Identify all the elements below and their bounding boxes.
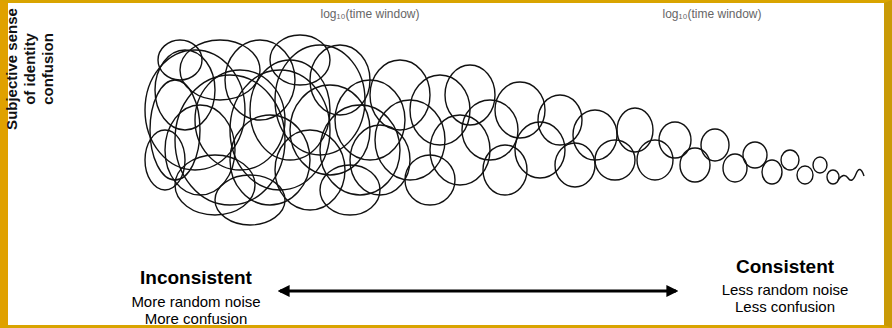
axis-label: log₁₀(time window) [300, 8, 440, 21]
axis-title: Subjective sense of identity confusion [3, 7, 57, 131]
pole-label: Inconsistent [116, 268, 276, 289]
pole-label: Consistent [700, 257, 870, 278]
axis-label: log₁₀(time window) [642, 8, 782, 21]
scribble-loops [145, 35, 864, 225]
pole-description: More random noise [116, 294, 276, 311]
pole-description: Less random noise [700, 282, 870, 299]
pole-description: Less confusion [700, 299, 870, 316]
pole-description: More confusion [116, 311, 276, 328]
double-arrow [280, 290, 676, 293]
